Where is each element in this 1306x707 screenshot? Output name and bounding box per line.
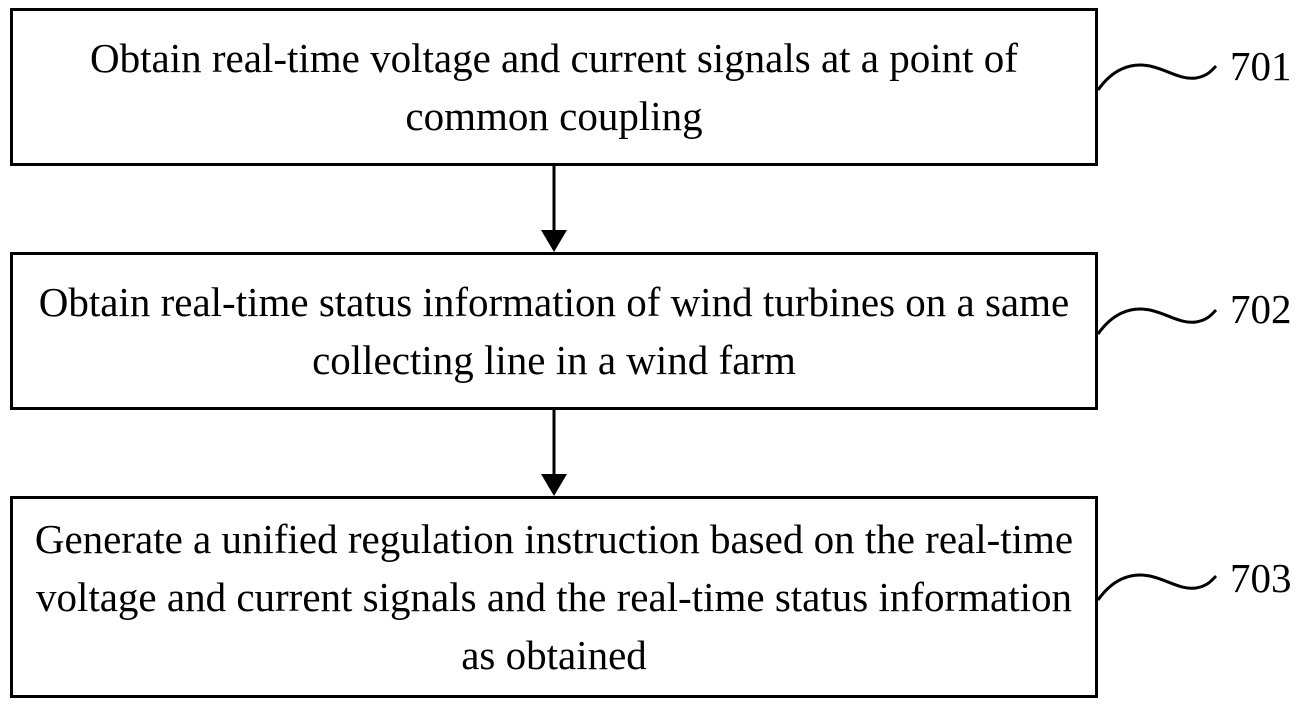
step-box-703: Generate a unified regulation instructio… [10, 496, 1098, 698]
leader-line-703 [1096, 573, 1218, 601]
leader-line-702 [1096, 307, 1218, 335]
step-box-701: Obtain real-time voltage and current sig… [10, 8, 1098, 166]
step-label-703: 703 [1230, 555, 1292, 601]
step-text-702: Obtain real-time status information of w… [38, 279, 1070, 383]
arrow-702-703-head [541, 474, 567, 496]
step-box-702: Obtain real-time status information of w… [10, 252, 1098, 410]
step-text-703: Generate a unified regulation instructio… [34, 516, 1074, 678]
leader-line-701 [1096, 63, 1218, 91]
arrow-701-702-head [541, 230, 567, 252]
step-label-701: 701 [1230, 43, 1292, 89]
step-text-701: Obtain real-time voltage and current sig… [90, 35, 1018, 139]
step-label-702: 702 [1230, 286, 1292, 332]
